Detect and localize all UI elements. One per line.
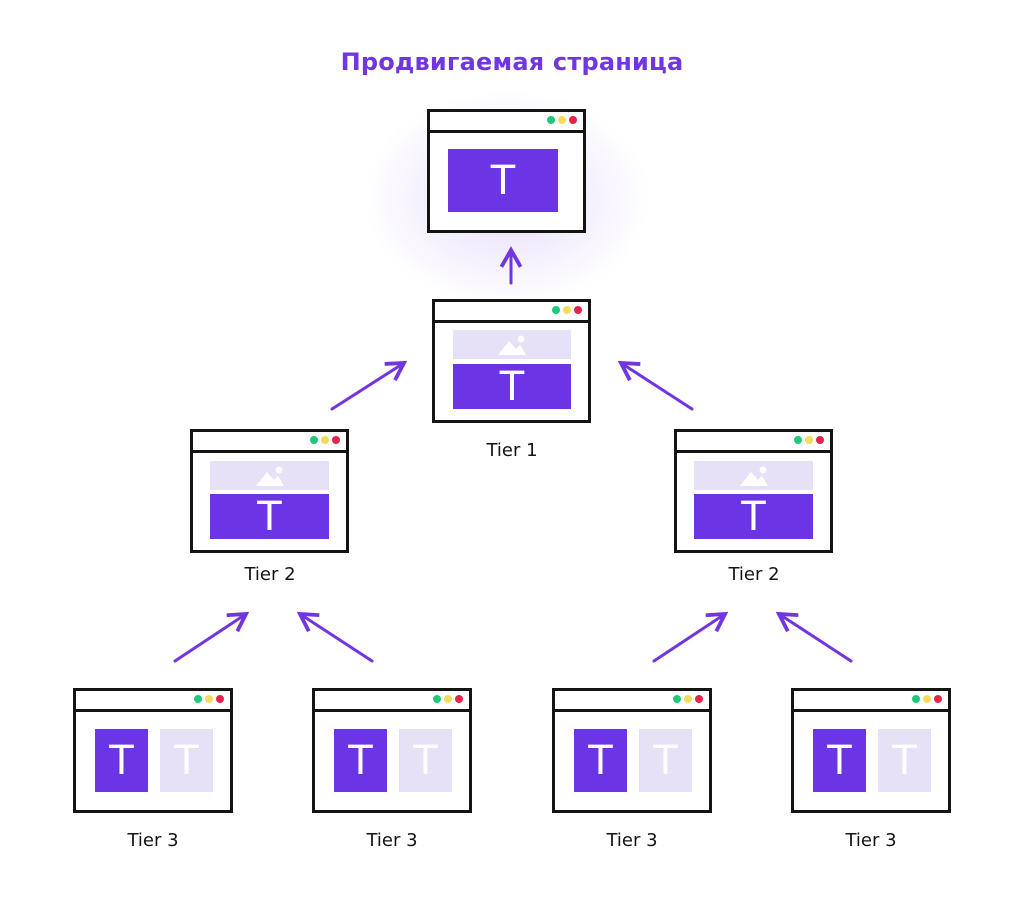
yellow-dot-icon	[558, 116, 566, 124]
tier3-label-2: Tier 3	[366, 830, 418, 851]
window-titlebar	[794, 691, 948, 712]
green-dot-icon	[912, 695, 920, 703]
red-dot-icon	[816, 436, 824, 444]
image-placeholder	[453, 330, 571, 359]
green-dot-icon	[310, 436, 318, 444]
tier3-window-4: T T	[791, 688, 951, 813]
text-block-light: T	[639, 729, 692, 792]
arrow-tier2-left-to-tier1	[330, 360, 408, 411]
text-block-light: T	[878, 729, 931, 792]
tier3-window-1: T T	[73, 688, 233, 813]
yellow-dot-icon	[563, 306, 571, 314]
red-dot-icon	[695, 695, 703, 703]
window-titlebar	[555, 691, 709, 712]
image-placeholder	[694, 461, 813, 490]
text-block: T	[813, 729, 866, 792]
green-dot-icon	[673, 695, 681, 703]
yellow-dot-icon	[684, 695, 692, 703]
arrow-tier3-a-to-tier2	[173, 611, 250, 663]
red-dot-icon	[455, 695, 463, 703]
green-dot-icon	[552, 306, 560, 314]
window-titlebar	[435, 302, 588, 323]
diagram-title: Продвигаемая страница	[340, 48, 684, 76]
image-icon	[739, 466, 768, 486]
image-icon	[255, 466, 284, 486]
window-titlebar	[193, 432, 346, 453]
tier2-left-window: T	[190, 429, 349, 553]
yellow-dot-icon	[321, 436, 329, 444]
image-placeholder	[210, 461, 329, 490]
tier1-window: T	[432, 299, 591, 423]
red-dot-icon	[332, 436, 340, 444]
window-titlebar	[76, 691, 230, 712]
text-block: T	[210, 494, 329, 539]
text-block: T	[453, 364, 571, 409]
window-titlebar	[430, 112, 583, 133]
red-dot-icon	[934, 695, 942, 703]
green-dot-icon	[794, 436, 802, 444]
red-dot-icon	[569, 116, 577, 124]
arrow-tier3-c-to-tier2	[652, 611, 729, 663]
yellow-dot-icon	[444, 695, 452, 703]
text-block: T	[448, 149, 558, 212]
tier3-window-3: T T	[552, 688, 712, 813]
tier3-label-1: Tier 3	[127, 830, 179, 851]
tier3-label-4: Tier 3	[845, 830, 897, 851]
window-titlebar	[315, 691, 469, 712]
text-block-light: T	[399, 729, 452, 792]
arrow-tier3-d-to-tier2	[775, 611, 853, 663]
yellow-dot-icon	[923, 695, 931, 703]
tier1-label: Tier 1	[486, 440, 538, 461]
tier3-label-3: Tier 3	[606, 830, 658, 851]
yellow-dot-icon	[205, 695, 213, 703]
text-block: T	[694, 494, 813, 539]
image-icon	[498, 335, 526, 355]
tier2-left-label: Tier 2	[244, 564, 296, 585]
yellow-dot-icon	[805, 436, 813, 444]
tier2-right-label: Tier 2	[728, 564, 780, 585]
green-dot-icon	[547, 116, 555, 124]
red-dot-icon	[574, 306, 582, 314]
arrow-tier3-b-to-tier2	[296, 611, 374, 663]
text-block: T	[574, 729, 627, 792]
tier3-window-2: T T	[312, 688, 472, 813]
text-block-light: T	[160, 729, 213, 792]
text-block: T	[334, 729, 387, 792]
tier2-right-window: T	[674, 429, 833, 553]
promoted-page-window: T	[427, 109, 586, 233]
green-dot-icon	[433, 695, 441, 703]
arrow-tier2-right-to-tier1	[617, 360, 694, 411]
window-titlebar	[677, 432, 830, 453]
green-dot-icon	[194, 695, 202, 703]
text-block: T	[95, 729, 148, 792]
red-dot-icon	[216, 695, 224, 703]
